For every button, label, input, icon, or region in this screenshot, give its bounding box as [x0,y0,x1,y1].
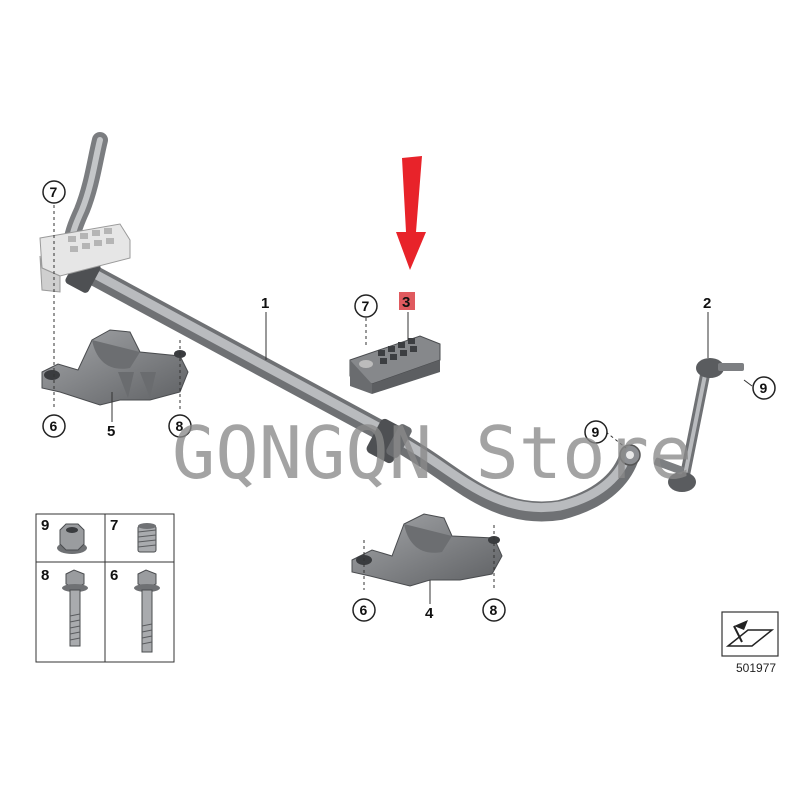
reference-box: 501977 [721,611,779,675]
left-bracket [41,329,189,410]
callout-7-left: 7 [42,180,66,204]
part-label-2: 2 [703,295,711,312]
right-bracket [351,513,503,590]
reference-number: 501977 [736,661,776,675]
svg-text:8: 8 [490,602,498,618]
svg-text:7: 7 [362,298,370,314]
center-rubber-mount [349,318,441,394]
flange-nut-icon [57,523,87,554]
leader-lines [111,312,753,604]
orientation-arrow-icon [725,620,775,647]
threaded-insert-icon [137,523,157,553]
legend-label-7: 7 [110,517,118,534]
stabilizer-link [654,358,744,492]
long-bolt-icon [134,569,160,653]
callouts: 7 6 8 7 9 9 6 8 [42,180,776,622]
callout-9-right-mid: 9 [584,420,608,444]
stabilizer-bar [63,132,641,522]
callout-8-left: 8 [168,414,192,438]
highlight-arrow [396,156,426,270]
callout-6-bottom: 6 [352,598,376,622]
svg-text:6: 6 [50,418,58,434]
svg-text:9: 9 [760,380,768,396]
short-bolt-icon [62,569,88,647]
callout-6-left: 6 [42,414,66,438]
svg-text:7: 7 [50,184,58,200]
store-watermark: GQNGQN Store [172,411,692,495]
legend-label-6: 6 [110,567,118,584]
part-number-labels: 1 2 3 4 5 [107,292,711,622]
callout-7-mid: 7 [354,294,378,318]
part-label-5: 5 [107,423,115,440]
part-label-4: 4 [425,605,434,622]
svg-text:6: 6 [360,602,368,618]
legend-label-8: 8 [41,567,49,584]
hardware-legend: 9 7 8 6 [35,513,175,663]
svg-text:9: 9 [592,424,600,440]
part-3-highlight-box [399,292,415,310]
part-label-3: 3 [402,294,410,311]
svg-text:8: 8 [176,418,184,434]
callout-8-bottom: 8 [482,598,506,622]
callout-9-right-top: 9 [752,376,776,400]
part-label-1: 1 [261,295,269,312]
left-rubber-mount [39,205,131,350]
legend-label-9: 9 [41,517,49,534]
